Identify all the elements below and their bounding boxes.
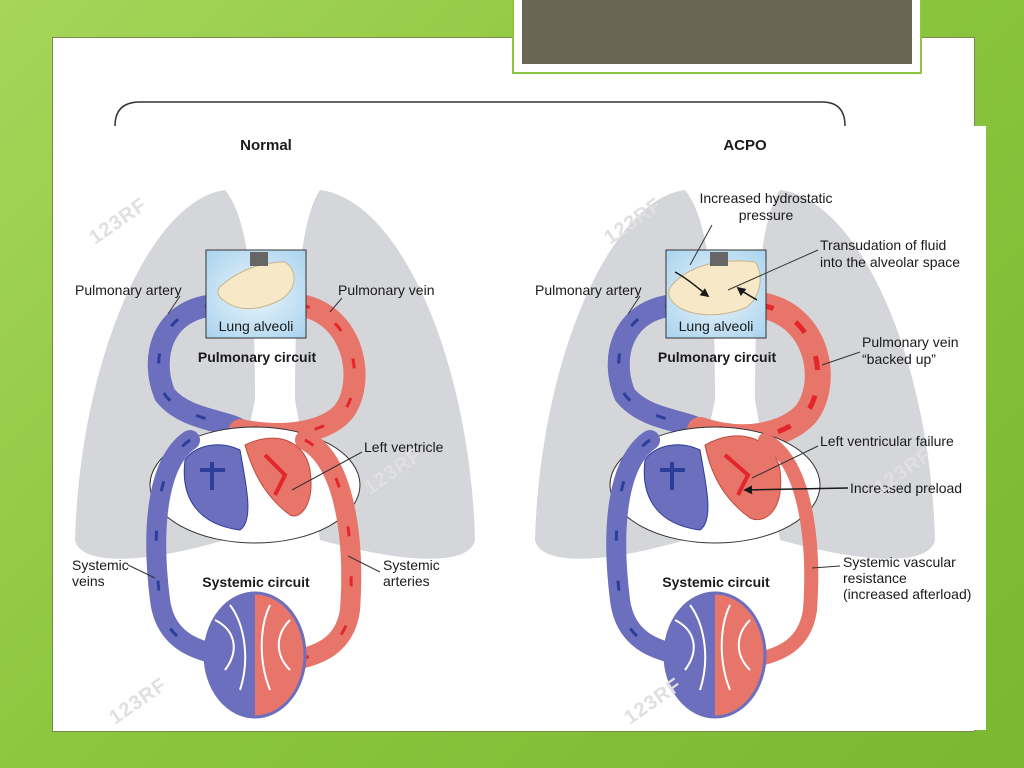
right-heart (183, 444, 249, 531)
systemic-capillary-bed (203, 591, 307, 719)
normal-lung-alveoli-label: Lung alveoli (219, 318, 294, 334)
normal-diagram: Normal Pulmonary artery Pulmonary vein L… (72, 137, 475, 719)
backed-up-label-1: Pulmonary vein (862, 334, 959, 350)
normal-systemic-veins-label-2: veins (72, 573, 105, 589)
right-heart-flow (200, 462, 225, 490)
acpo-bronchiole (710, 252, 728, 266)
hydrostatic-label-2: pressure (739, 207, 794, 223)
leader-hydrostatic (689, 224, 713, 266)
pulmonary-artery-vessel (147, 294, 251, 441)
normal-systemic-arteries-label-1: Systemic (383, 557, 440, 573)
leader-systemic-arteries (347, 555, 381, 573)
leader-preload (743, 485, 849, 495)
acpo-right-heart (643, 444, 709, 531)
normal-heading: Normal (240, 137, 292, 154)
fluid-arrow-out (736, 286, 758, 301)
leader-backed-up (821, 351, 861, 366)
acpo-systemic-circuit-label: Systemic circuit (662, 574, 770, 590)
title-placeholder (512, 0, 922, 74)
acpo-lung-alveoli-label: Lung alveoli (679, 318, 754, 334)
acpo-leader-pulm-artery (627, 295, 641, 315)
leader-left-ventricle (291, 451, 363, 491)
hydrostatic-label-1: Increased hydrostatic (699, 190, 832, 206)
leader-lv-failure (751, 445, 819, 479)
acpo-systemic-capillary-bed (663, 591, 767, 719)
frame-line (114, 101, 846, 127)
normal-pulmonary-artery-label: Pulmonary artery (75, 282, 182, 298)
pulmonary-vein-flow (244, 303, 357, 438)
normal-systemic-circuit-label: Systemic circuit (202, 574, 310, 590)
systemic-vein-flow (154, 438, 221, 657)
acpo-pulmonary-artery-vessel (607, 294, 711, 441)
transudation-label-1: Transudation of fluid (820, 237, 946, 253)
backed-up-label-2: “backed up” (862, 351, 936, 367)
watermark: 123RF (105, 674, 171, 729)
left-heart (244, 437, 312, 517)
fluid-arrow-in (674, 271, 710, 298)
leader-pulm-artery (167, 295, 181, 315)
normal-pulmonary-circuit-label: Pulmonary circuit (198, 349, 317, 365)
capillary-branches (214, 604, 291, 691)
acpo-pulmonary-circuit-label: Pulmonary circuit (658, 349, 777, 365)
leader-svr (811, 565, 841, 569)
acpo-heading: ACPO (723, 137, 767, 154)
acpo-capillary-branches (674, 604, 751, 691)
acpo-left-heart (704, 435, 782, 521)
acpo-systemic-artery-vessel (748, 433, 819, 667)
systemic-artery-vessel (285, 430, 362, 670)
preload-label: Increased preload (850, 480, 962, 496)
transudation-label-2: into the alveolar space (820, 254, 960, 270)
watermark: 123RF (85, 194, 151, 249)
normal-pulmonary-vein-label: Pulmonary vein (338, 282, 435, 298)
normal-systemic-veins-label-1: Systemic (72, 557, 129, 573)
title-bar (522, 0, 912, 64)
left-heart-flow (263, 453, 288, 496)
acpo-diagram: ACPO Increased hydrostatic pressure Tran… (535, 137, 971, 719)
normal-systemic-arteries-label-2: arteries (383, 573, 430, 589)
normal-left-ventricle-label: Left ventricle (364, 439, 444, 455)
bronchiole (250, 252, 268, 266)
acpo-left-heart-flow (723, 453, 751, 496)
acpo-right-heart-flow (660, 462, 685, 490)
leader-transudation (727, 249, 819, 291)
acpo-pulmonary-artery-label: Pulmonary artery (535, 282, 642, 298)
leader-systemic-veins (127, 564, 156, 579)
slide-panel-extension (972, 126, 986, 730)
leader-pulm-vein (329, 297, 343, 313)
svr-label-2: resistance (843, 570, 907, 586)
acpo-systemic-vein-flow (614, 438, 681, 657)
svr-label-1: Systemic vascular (843, 554, 956, 570)
svr-label-3: (increased afterload) (843, 586, 971, 602)
lv-failure-label: Left ventricular failure (820, 433, 954, 449)
watermark: 123RF (620, 674, 686, 729)
